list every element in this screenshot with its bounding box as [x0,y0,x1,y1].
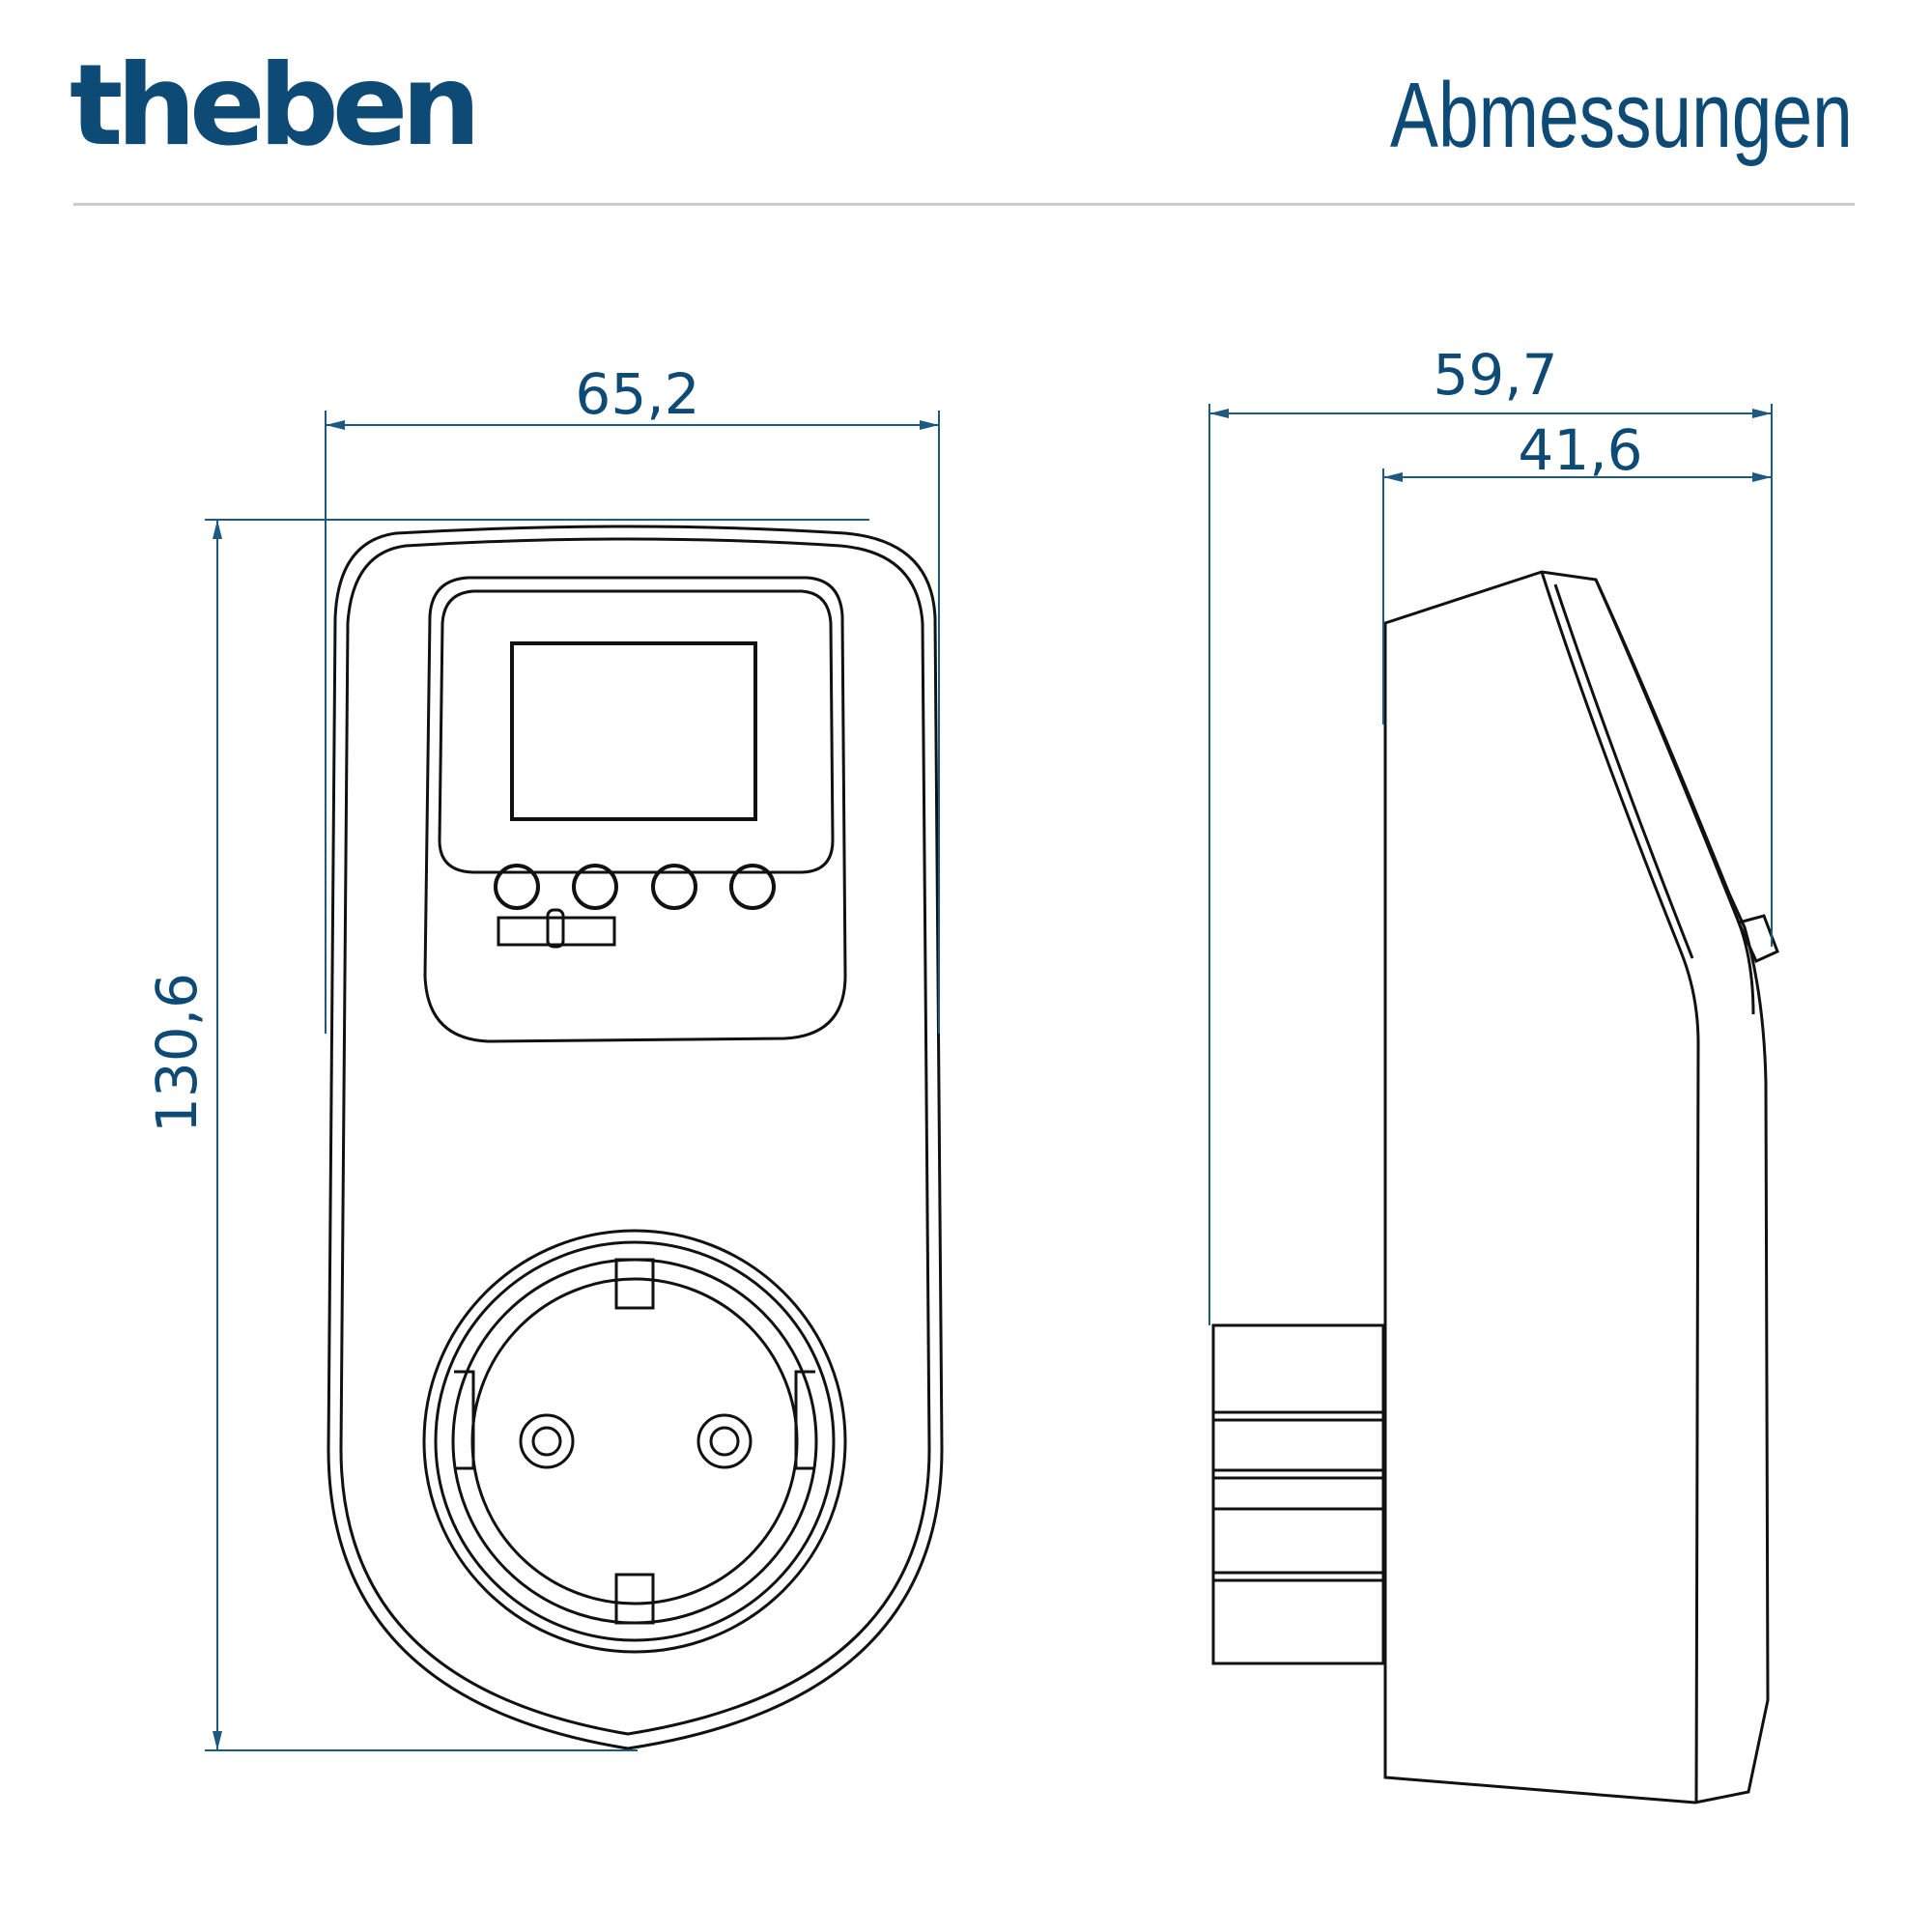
socket-ring-inner [451,1258,818,1625]
control-panel-inner [438,589,835,874]
pin-hole-right-inner [709,1426,740,1457]
side-groove-left [454,1370,475,1470]
control-buttons [494,864,776,910]
pin-hole-right-outer [696,1413,753,1469]
earth-clip-top [614,1258,655,1310]
theben-logo: theben [70,41,481,171]
button-4 [729,864,776,910]
side-bevel-inner [1553,583,1694,959]
side-back-edge [1594,579,1755,1015]
side-body [1383,570,1770,1804]
slide-switch [497,916,616,947]
side-groove-right [794,1370,815,1470]
control-panel-outer [423,576,847,1043]
front-housing-inner [339,537,931,1736]
lcd-display [510,641,757,821]
dial-knob [1736,914,1779,963]
button-1 [494,864,540,910]
page-title: Abmessungen [1390,64,1853,167]
earth-clip-bottom [614,1573,655,1625]
side-view [1211,570,1779,1804]
header-divider [73,203,1855,206]
side-bevel [1540,571,1700,1804]
front-housing-outer [327,525,944,1750]
front-view [327,525,944,1750]
button-3 [651,864,697,910]
button-2 [572,864,618,910]
total-depth-label: 59,7 [1433,342,1557,408]
plug-body [1211,1323,1385,1665]
width-label: 65,2 [575,361,699,427]
pin-hole-left-outer [519,1413,575,1469]
height-label: 130,6 [144,973,210,1133]
front-dimensions [205,411,940,1751]
socket-ring-mid [434,1240,836,1642]
side-dimensions [1208,404,1773,1325]
socket-ring-outer [422,1229,847,1654]
body-depth-label: 41,6 [1518,417,1642,483]
pin-hole-left-inner [531,1426,562,1457]
slide-switch-knob [546,908,565,949]
